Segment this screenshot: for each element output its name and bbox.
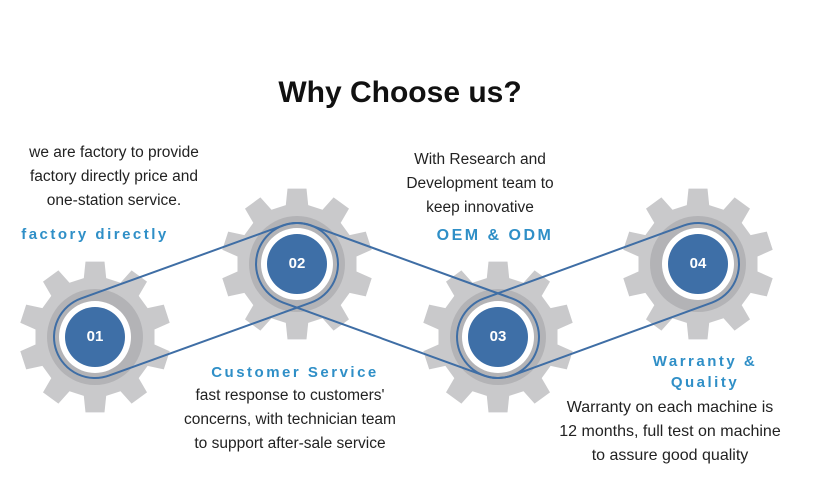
step-03-description: With Research and Development team to ke… — [380, 148, 580, 220]
label-line: Warranty & — [652, 353, 758, 370]
step-04-label: Warranty & Quality — [600, 351, 810, 393]
desc-line: one-station service. — [46, 192, 182, 209]
desc-line: 12 months, full test on machine — [559, 423, 781, 440]
step-number-01: 01 — [86, 328, 104, 345]
step-03-label: OEM & ODM — [436, 227, 554, 244]
step-circle — [468, 307, 528, 367]
belt-3 — [456, 222, 740, 379]
gear-2 — [222, 188, 372, 340]
desc-line: we are factory to provide — [29, 144, 199, 161]
belt-lines — [53, 222, 740, 379]
step-01-label: factory directly — [21, 226, 169, 243]
page-title: Why Choose us? — [278, 76, 522, 109]
step-circle — [267, 234, 327, 294]
step-number-03: 03 — [489, 328, 507, 345]
step-02-label: Customer Service — [211, 364, 379, 381]
desc-line: With Research and — [414, 151, 546, 168]
step-circle — [65, 307, 125, 367]
desc-line: keep innovative — [426, 199, 534, 216]
step-04-description: Warranty on each machine is 12 months, f… — [520, 396, 820, 468]
desc-line: factory directly price and — [30, 168, 198, 185]
step-02-description: fast response to customers' concerns, wi… — [160, 384, 420, 456]
desc-line: concerns, with technician team — [184, 411, 396, 428]
desc-line: Warranty on each machine is — [566, 399, 774, 416]
step-number-04: 04 — [689, 255, 707, 272]
belt-2 — [255, 222, 540, 379]
step-number-02: 02 — [288, 255, 306, 272]
desc-line: to assure good quality — [591, 447, 749, 464]
desc-line: to support after-sale service — [194, 435, 386, 452]
desc-line: Development team to — [406, 175, 554, 192]
gear-4 — [623, 188, 773, 340]
step-circle — [668, 234, 728, 294]
label-line: Quality — [670, 374, 740, 391]
step-01-description: we are factory to provide factory direct… — [0, 141, 228, 213]
desc-line: fast response to customers' — [195, 387, 385, 404]
gear-1 — [20, 261, 170, 413]
gear-3 — [423, 261, 573, 413]
